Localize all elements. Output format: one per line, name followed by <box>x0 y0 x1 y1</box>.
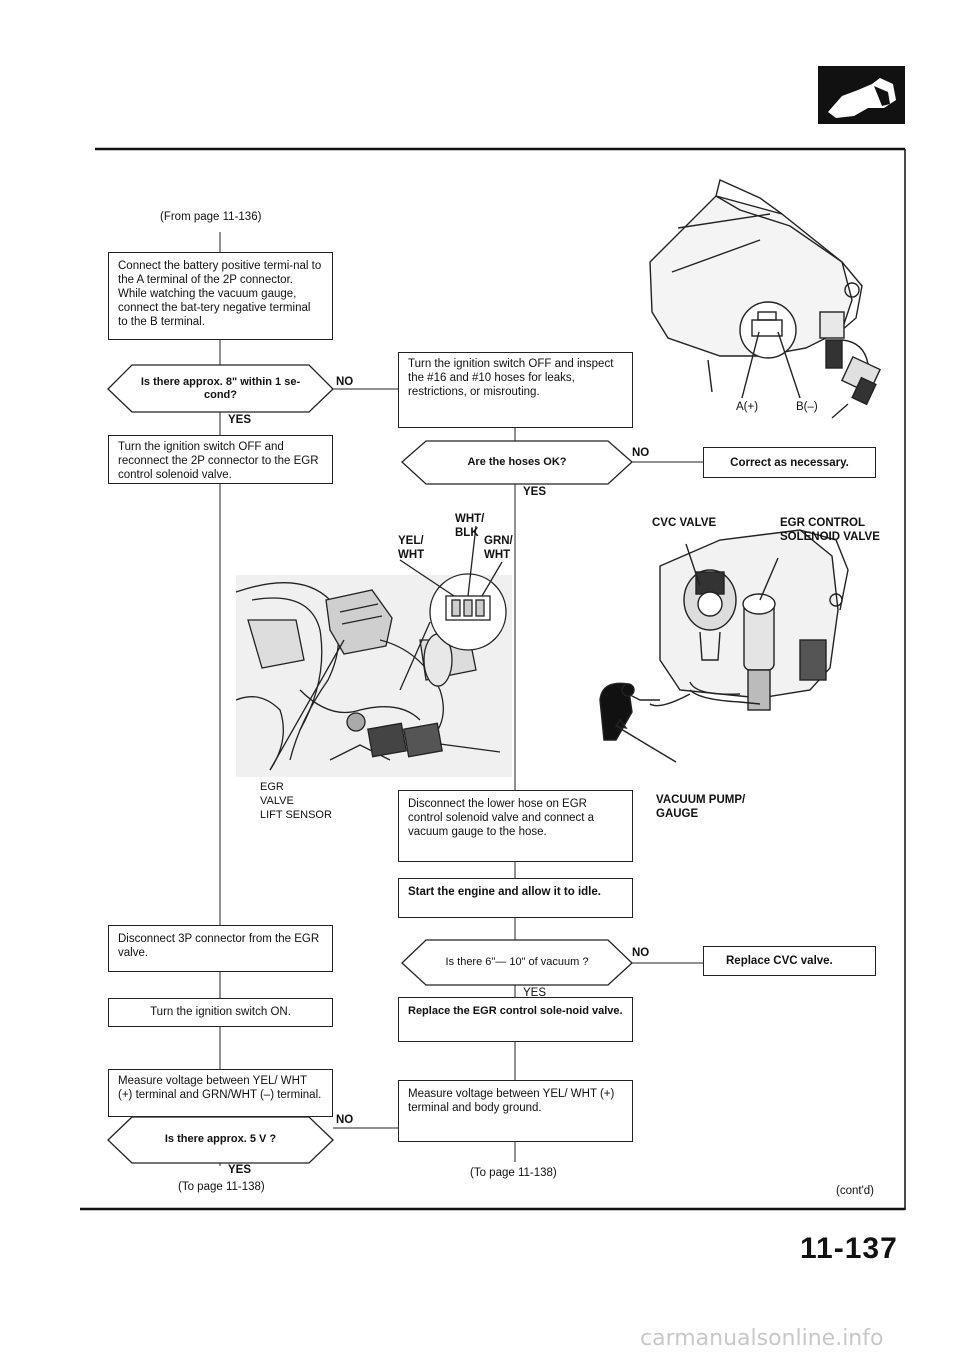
left-step-measure-voltage: Measure voltage between YEL/ WHT (+) ter… <box>108 1069 333 1117</box>
left-step-ignition-on: Turn the ignition switch ON. <box>108 998 333 1027</box>
cvc-solenoid-drawing <box>599 529 849 763</box>
from-page-label: (From page 11-136) <box>160 211 262 223</box>
left-step-reconnect: Turn the ignition switch OFF and reconne… <box>108 435 333 484</box>
right-fix-replace-cvc: Replace CVC valve. <box>703 946 876 976</box>
wire-grn-wht-label: GRN/ WHT <box>484 535 513 561</box>
solenoid-connector-drawing <box>649 179 882 419</box>
terminal-b-label: B(–) <box>796 401 818 413</box>
watermark: carmanualsonline.info <box>640 1326 884 1351</box>
left-to-page: (To page 11-138) <box>178 1181 265 1193</box>
left-step-disconnect-3p: Disconnect 3P connector from the EGR val… <box>108 925 333 972</box>
right-fix-correct: Correct as necessary. <box>703 447 876 478</box>
left-question-vacuum: Is there approx. 8" within 1 se-cond? <box>140 376 301 401</box>
right-step-start-engine: Start the engine and allow it to idle. <box>398 878 633 918</box>
right-q2-no: NO <box>632 947 650 959</box>
right-to-page: (To page 11-138) <box>470 1167 557 1179</box>
egr-valve-drawing <box>235 525 512 777</box>
left-q1-no: NO <box>336 376 354 388</box>
page-number: 11-137 <box>800 1232 898 1265</box>
right-question-vacuum: Is there 6"— 10" of vacuum ? <box>445 956 589 968</box>
left-question-5v: Is there approx. 5 V ? <box>164 1133 277 1145</box>
wire-wht-blk-label: WHT/ BLK <box>455 513 485 539</box>
right-step-disconnect-lower-hose: Disconnect the lower hose on EGR control… <box>398 790 633 862</box>
left-step-connect-battery: Connect the battery positive termi-nal t… <box>108 252 333 340</box>
egr-control-solenoid-label: EGR CONTROL SOLENOID VALVE <box>780 517 880 543</box>
engine-section-icon <box>818 66 905 124</box>
right-step-inspect-hoses: Turn the ignition switch OFF and inspect… <box>398 352 633 428</box>
left-q2-yes: YES <box>228 1164 252 1176</box>
wire-yel-wht-label: YEL/ WHT <box>398 535 425 561</box>
right-step-replace-solenoid: Replace the EGR control sole-noid valve. <box>398 997 633 1042</box>
continued-label: (cont'd) <box>836 1185 874 1197</box>
right-step-measure-ground: Measure voltage between YEL/ WHT (+) ter… <box>398 1080 633 1142</box>
right-q1-no: NO <box>632 447 650 459</box>
left-q1-yes: YES <box>228 414 252 426</box>
right-q2-yes: YES <box>523 987 547 999</box>
left-q2-no: NO <box>336 1114 354 1126</box>
cvc-valve-label: CVC VALVE <box>652 517 717 529</box>
right-q1-yes: YES <box>523 486 547 498</box>
egr-valve-lift-sensor-label: EGR VALVE LIFT SENSOR <box>260 781 332 821</box>
right-question-hoses: Are the hoses OK? <box>467 456 567 468</box>
vacuum-pump-gauge-label: VACUUM PUMP/ GAUGE <box>656 794 746 820</box>
terminal-a-label: A(+) <box>736 401 759 413</box>
